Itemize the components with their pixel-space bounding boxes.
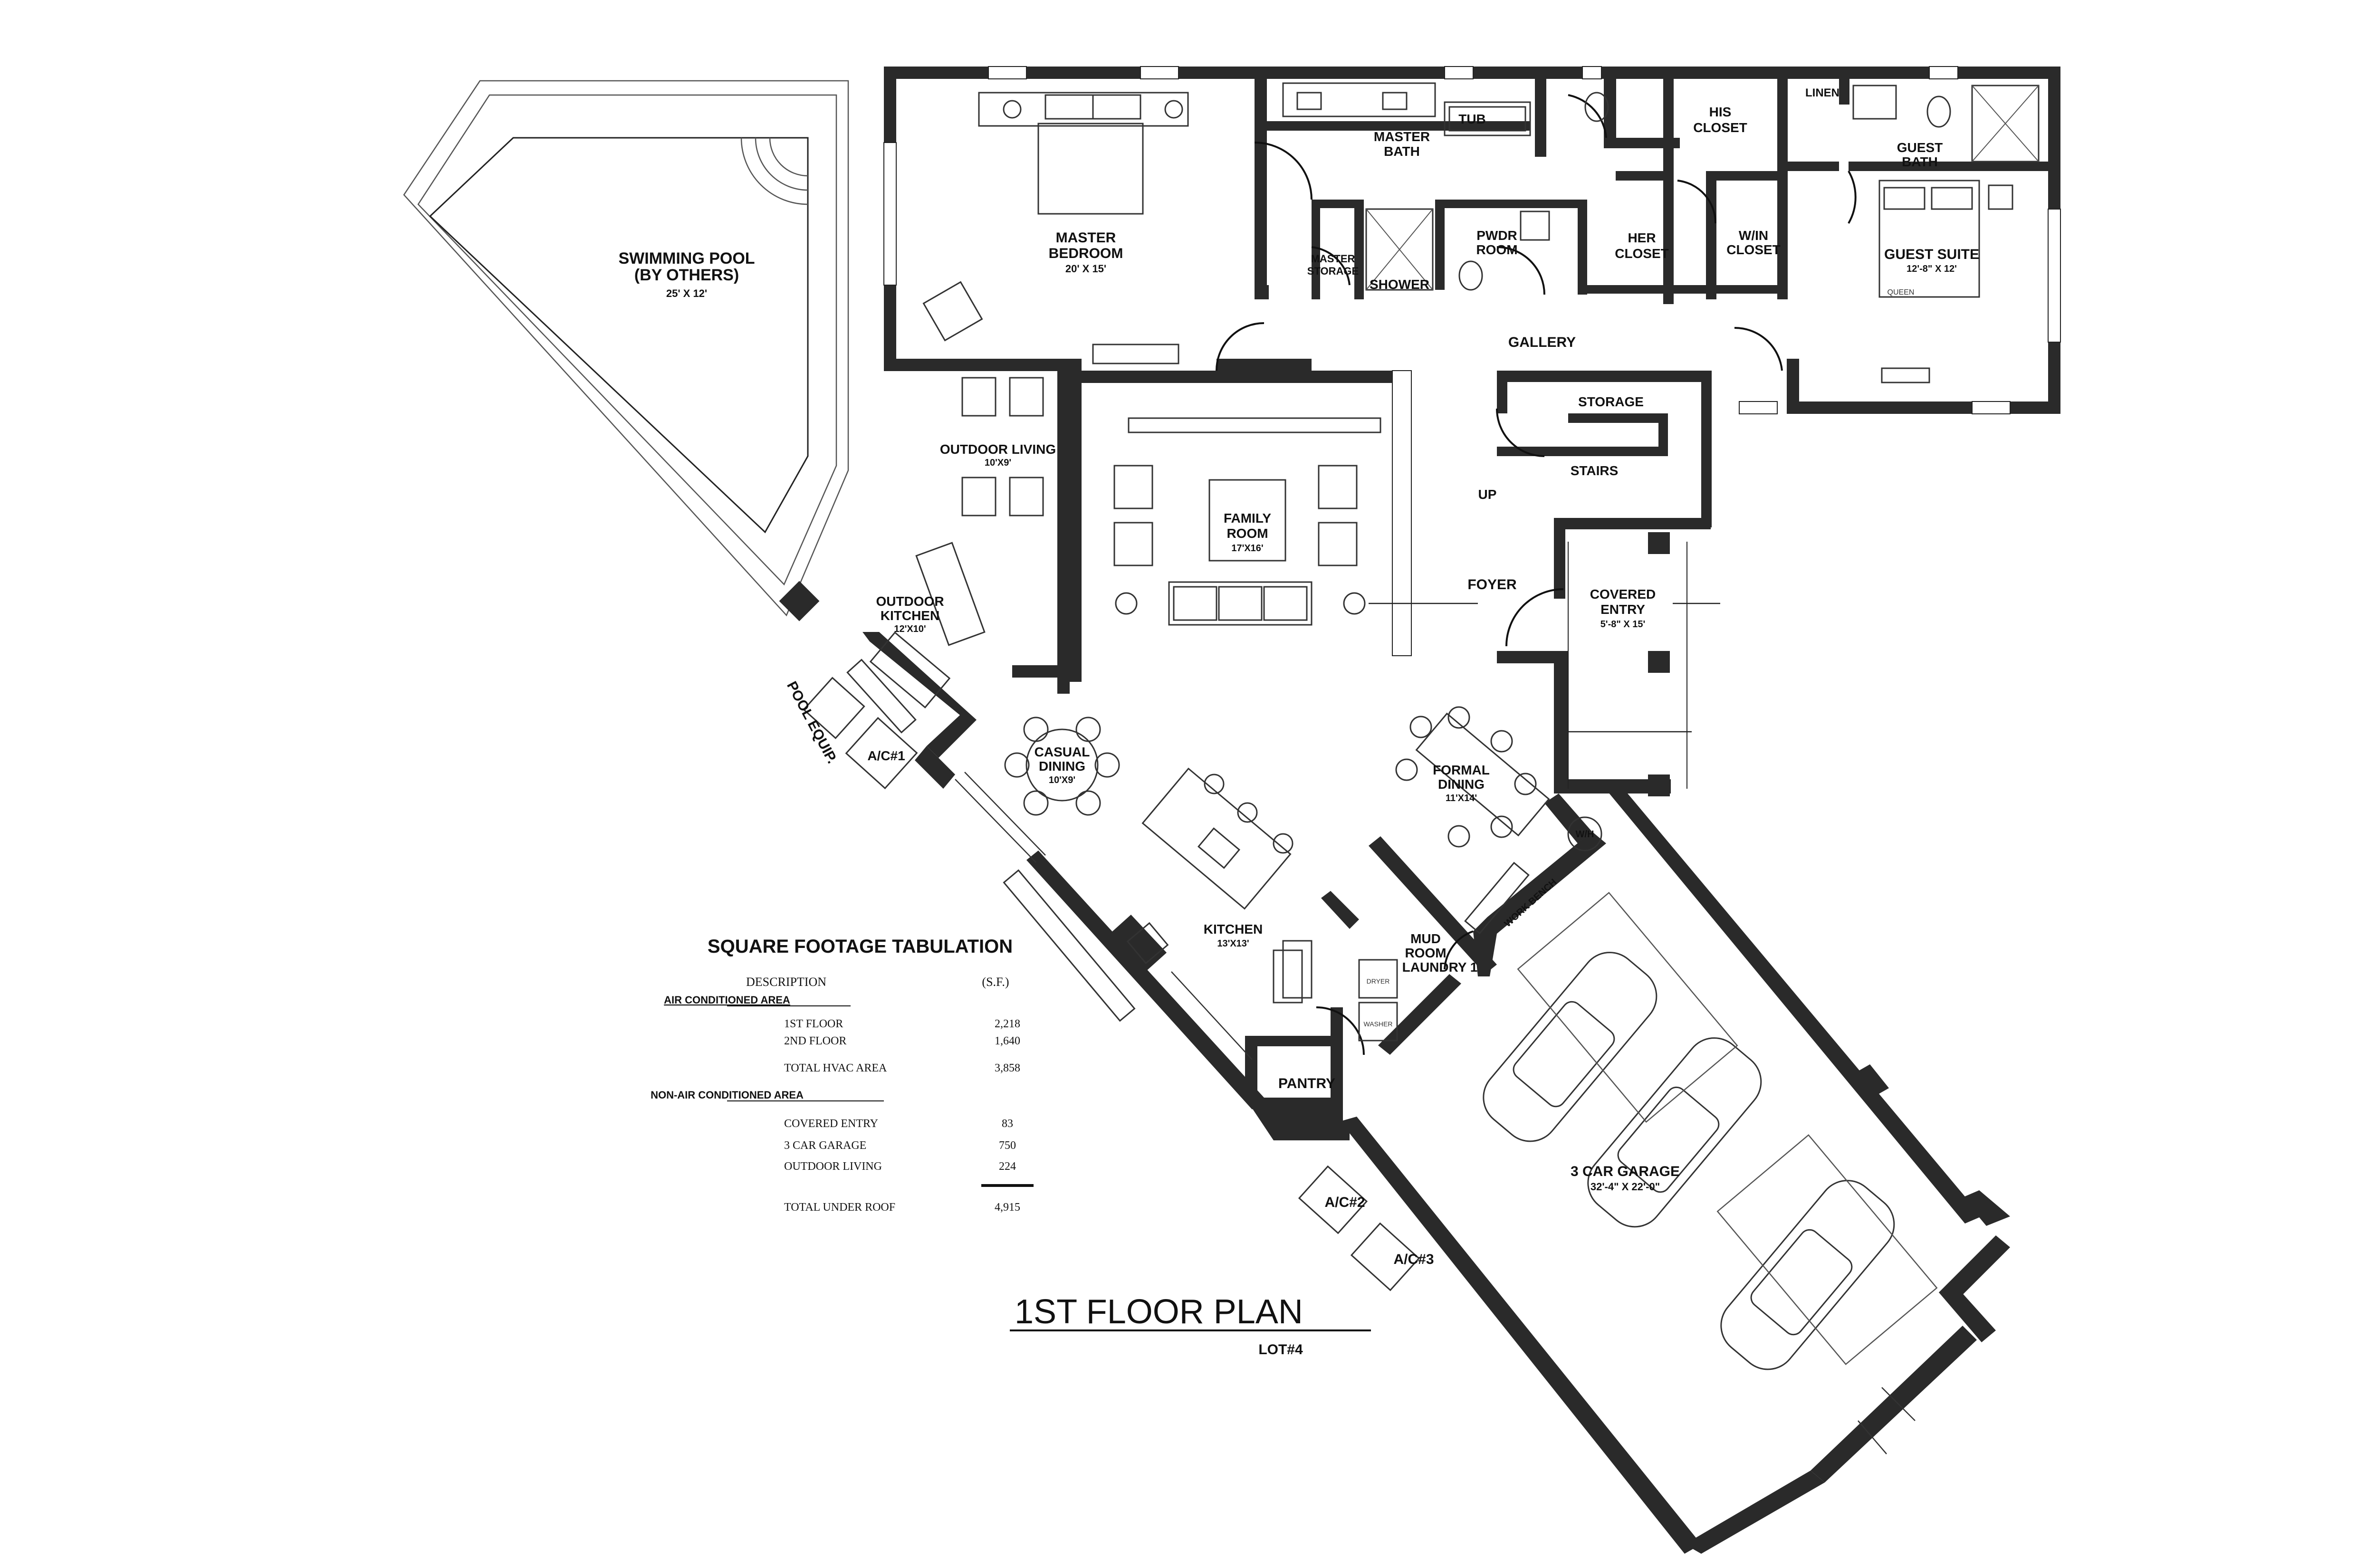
- gallery-label: GALLERY: [1508, 335, 1576, 350]
- outdoor-kitchen-label-2: KITCHEN: [881, 608, 939, 623]
- foyer-label: FOYER: [1467, 577, 1517, 593]
- master-storage-label-1: MASTER: [1311, 253, 1355, 265]
- row-covered-entry-label: COVERED ENTRY: [784, 1118, 878, 1130]
- row-total-hvac-label: TOTAL HVAC AREA: [784, 1062, 887, 1074]
- row-garage-label: 3 CAR GARAGE: [784, 1139, 866, 1152]
- her-closet-label-1: HER: [1628, 230, 1656, 245]
- doors: [1216, 94, 1857, 1055]
- family-room-label-1: FAMILY: [1224, 511, 1271, 526]
- outdoor-living-label: OUTDOOR LIVING: [940, 442, 1056, 457]
- title-block: 1ST FLOOR PLAN LOT#4: [1010, 1293, 1371, 1358]
- pool-size: 25' X 12': [666, 287, 707, 299]
- guest-suite-label: GUEST SUITE: [1884, 247, 1979, 262]
- section-non-ac: NON-AIR CONDITIONED AREA: [651, 1089, 804, 1101]
- ac3-label: A/C#3: [1393, 1252, 1434, 1267]
- row-total-value: 4,915: [995, 1201, 1020, 1214]
- formal-dining-label-2: DINING: [1438, 777, 1485, 792]
- row-garage-value: 750: [999, 1139, 1016, 1152]
- col-sf: (S.F.): [982, 975, 1009, 989]
- tabulation-title: SQUARE FOOTAGE TABULATION: [708, 936, 1013, 957]
- master-bath-label-2: BATH: [1384, 144, 1420, 159]
- row-1st-floor-value: 2,218: [995, 1018, 1020, 1030]
- linen-label: LINEN: [1805, 86, 1839, 99]
- laundry-label: LAUNDRY 1: [1402, 960, 1478, 975]
- guest-bed-label: QUEEN: [1887, 288, 1915, 296]
- outdoor-kitchen-label-1: OUTDOOR: [876, 594, 944, 609]
- up-label: UP: [1478, 487, 1497, 502]
- tub-label: TUB: [1458, 112, 1486, 126]
- pwdr-room-label-1: PWDR: [1476, 228, 1517, 243]
- his-closet-label-2: CLOSET: [1693, 120, 1747, 135]
- row-1st-floor-label: 1ST FLOOR: [784, 1018, 843, 1030]
- guest-bath-label-1: GUEST: [1897, 140, 1943, 155]
- plan-subtitle: LOT#4: [1258, 1342, 1303, 1358]
- dryer-label: DRYER: [1367, 977, 1390, 985]
- col-description: DESCRIPTION: [746, 975, 826, 989]
- win-closet-label-2: CLOSET: [1726, 242, 1781, 257]
- row-total-label: TOTAL UNDER ROOF: [784, 1201, 895, 1214]
- master-bath-label-1: MASTER: [1374, 129, 1430, 144]
- mud-room-label-2: ROOM: [1405, 946, 1446, 960]
- casual-dining-label-2: DINING: [1039, 759, 1085, 774]
- ac2-label: A/C#2: [1324, 1195, 1365, 1210]
- mud-room-label-1: MUD: [1410, 931, 1441, 946]
- guest-suite-size: 12'-8" X 12': [1907, 264, 1957, 274]
- row-outdoor-living-value: 224: [999, 1160, 1016, 1173]
- covered-entry-label-2: ENTRY: [1600, 602, 1645, 617]
- garage-label: 3 CAR GARAGE: [1571, 1164, 1680, 1179]
- stairs-label: STAIRS: [1571, 463, 1619, 478]
- washer-label: WASHER: [1364, 1020, 1393, 1028]
- guest-bath-label-2: BATH: [1902, 154, 1938, 169]
- pwdr-room-label-2: ROOM: [1476, 242, 1517, 257]
- pool-equip-label: POOL EQUIP.: [784, 679, 840, 766]
- her-closet-label-2: CLOSET: [1615, 246, 1669, 261]
- outdoor-living-size: 10'X9': [985, 458, 1011, 468]
- kitchen-size: 13'X13': [1217, 938, 1249, 949]
- wh-label: W/H: [1576, 829, 1594, 840]
- windows: [883, 66, 2061, 1454]
- kitchen-label: KITCHEN: [1204, 922, 1263, 937]
- row-2nd-floor-label: 2ND FLOOR: [784, 1035, 846, 1047]
- pool-label-line2: (BY OTHERS): [634, 266, 739, 284]
- section-ac: AIR CONDITIONED AREA: [664, 994, 790, 1006]
- ac1-label: A/C#1: [867, 748, 905, 763]
- pantry-label: PANTRY: [1278, 1076, 1335, 1091]
- formal-dining-label-1: FORMAL: [1433, 763, 1490, 777]
- master-bedroom-size: 20' X 15': [1065, 263, 1106, 275]
- shower-label: SHOWER: [1370, 277, 1429, 292]
- fixtures: [803, 82, 2040, 1370]
- casual-dining-size: 10'X9': [1049, 775, 1075, 785]
- swimming-pool-area: [403, 80, 849, 621]
- family-room-label-2: ROOM: [1226, 526, 1268, 541]
- master-storage-label-2: STORAGE: [1307, 265, 1359, 277]
- plan-title: 1ST FLOOR PLAN: [1015, 1293, 1303, 1331]
- row-covered-entry-value: 83: [1002, 1118, 1013, 1130]
- casual-dining-label-1: CASUAL: [1035, 745, 1090, 759]
- family-room-size: 17'X16': [1231, 543, 1263, 554]
- row-total-hvac-value: 3,858: [995, 1062, 1020, 1074]
- pool-label-line1: SWIMMING POOL: [618, 249, 755, 268]
- row-outdoor-living-label: OUTDOOR LIVING: [784, 1160, 882, 1173]
- room-labels: MASTER BEDROOM 20' X 15' MASTER BATH TUB…: [784, 86, 1979, 1267]
- his-closet-label-1: HIS: [1709, 105, 1732, 119]
- master-bedroom-label-1: MASTER: [1056, 230, 1116, 246]
- garage-cars: [1483, 892, 1938, 1370]
- storage-label: STORAGE: [1578, 394, 1644, 409]
- win-closet-label-1: W/IN: [1739, 228, 1768, 243]
- formal-dining-size: 11'X14': [1446, 793, 1477, 803]
- row-2nd-floor-value: 1,640: [995, 1035, 1020, 1047]
- covered-entry-label-1: COVERED: [1590, 587, 1656, 602]
- garage-size: 32'-4" X 22'-0": [1590, 1181, 1660, 1193]
- outdoor-kitchen-size: 12'X10': [894, 624, 926, 634]
- covered-entry-size: 5'-8" X 15': [1600, 619, 1646, 630]
- master-bedroom-label-2: BEDROOM: [1049, 246, 1123, 261]
- square-footage-table: SQUARE FOOTAGE TABULATION DESCRIPTION (S…: [651, 936, 1034, 1214]
